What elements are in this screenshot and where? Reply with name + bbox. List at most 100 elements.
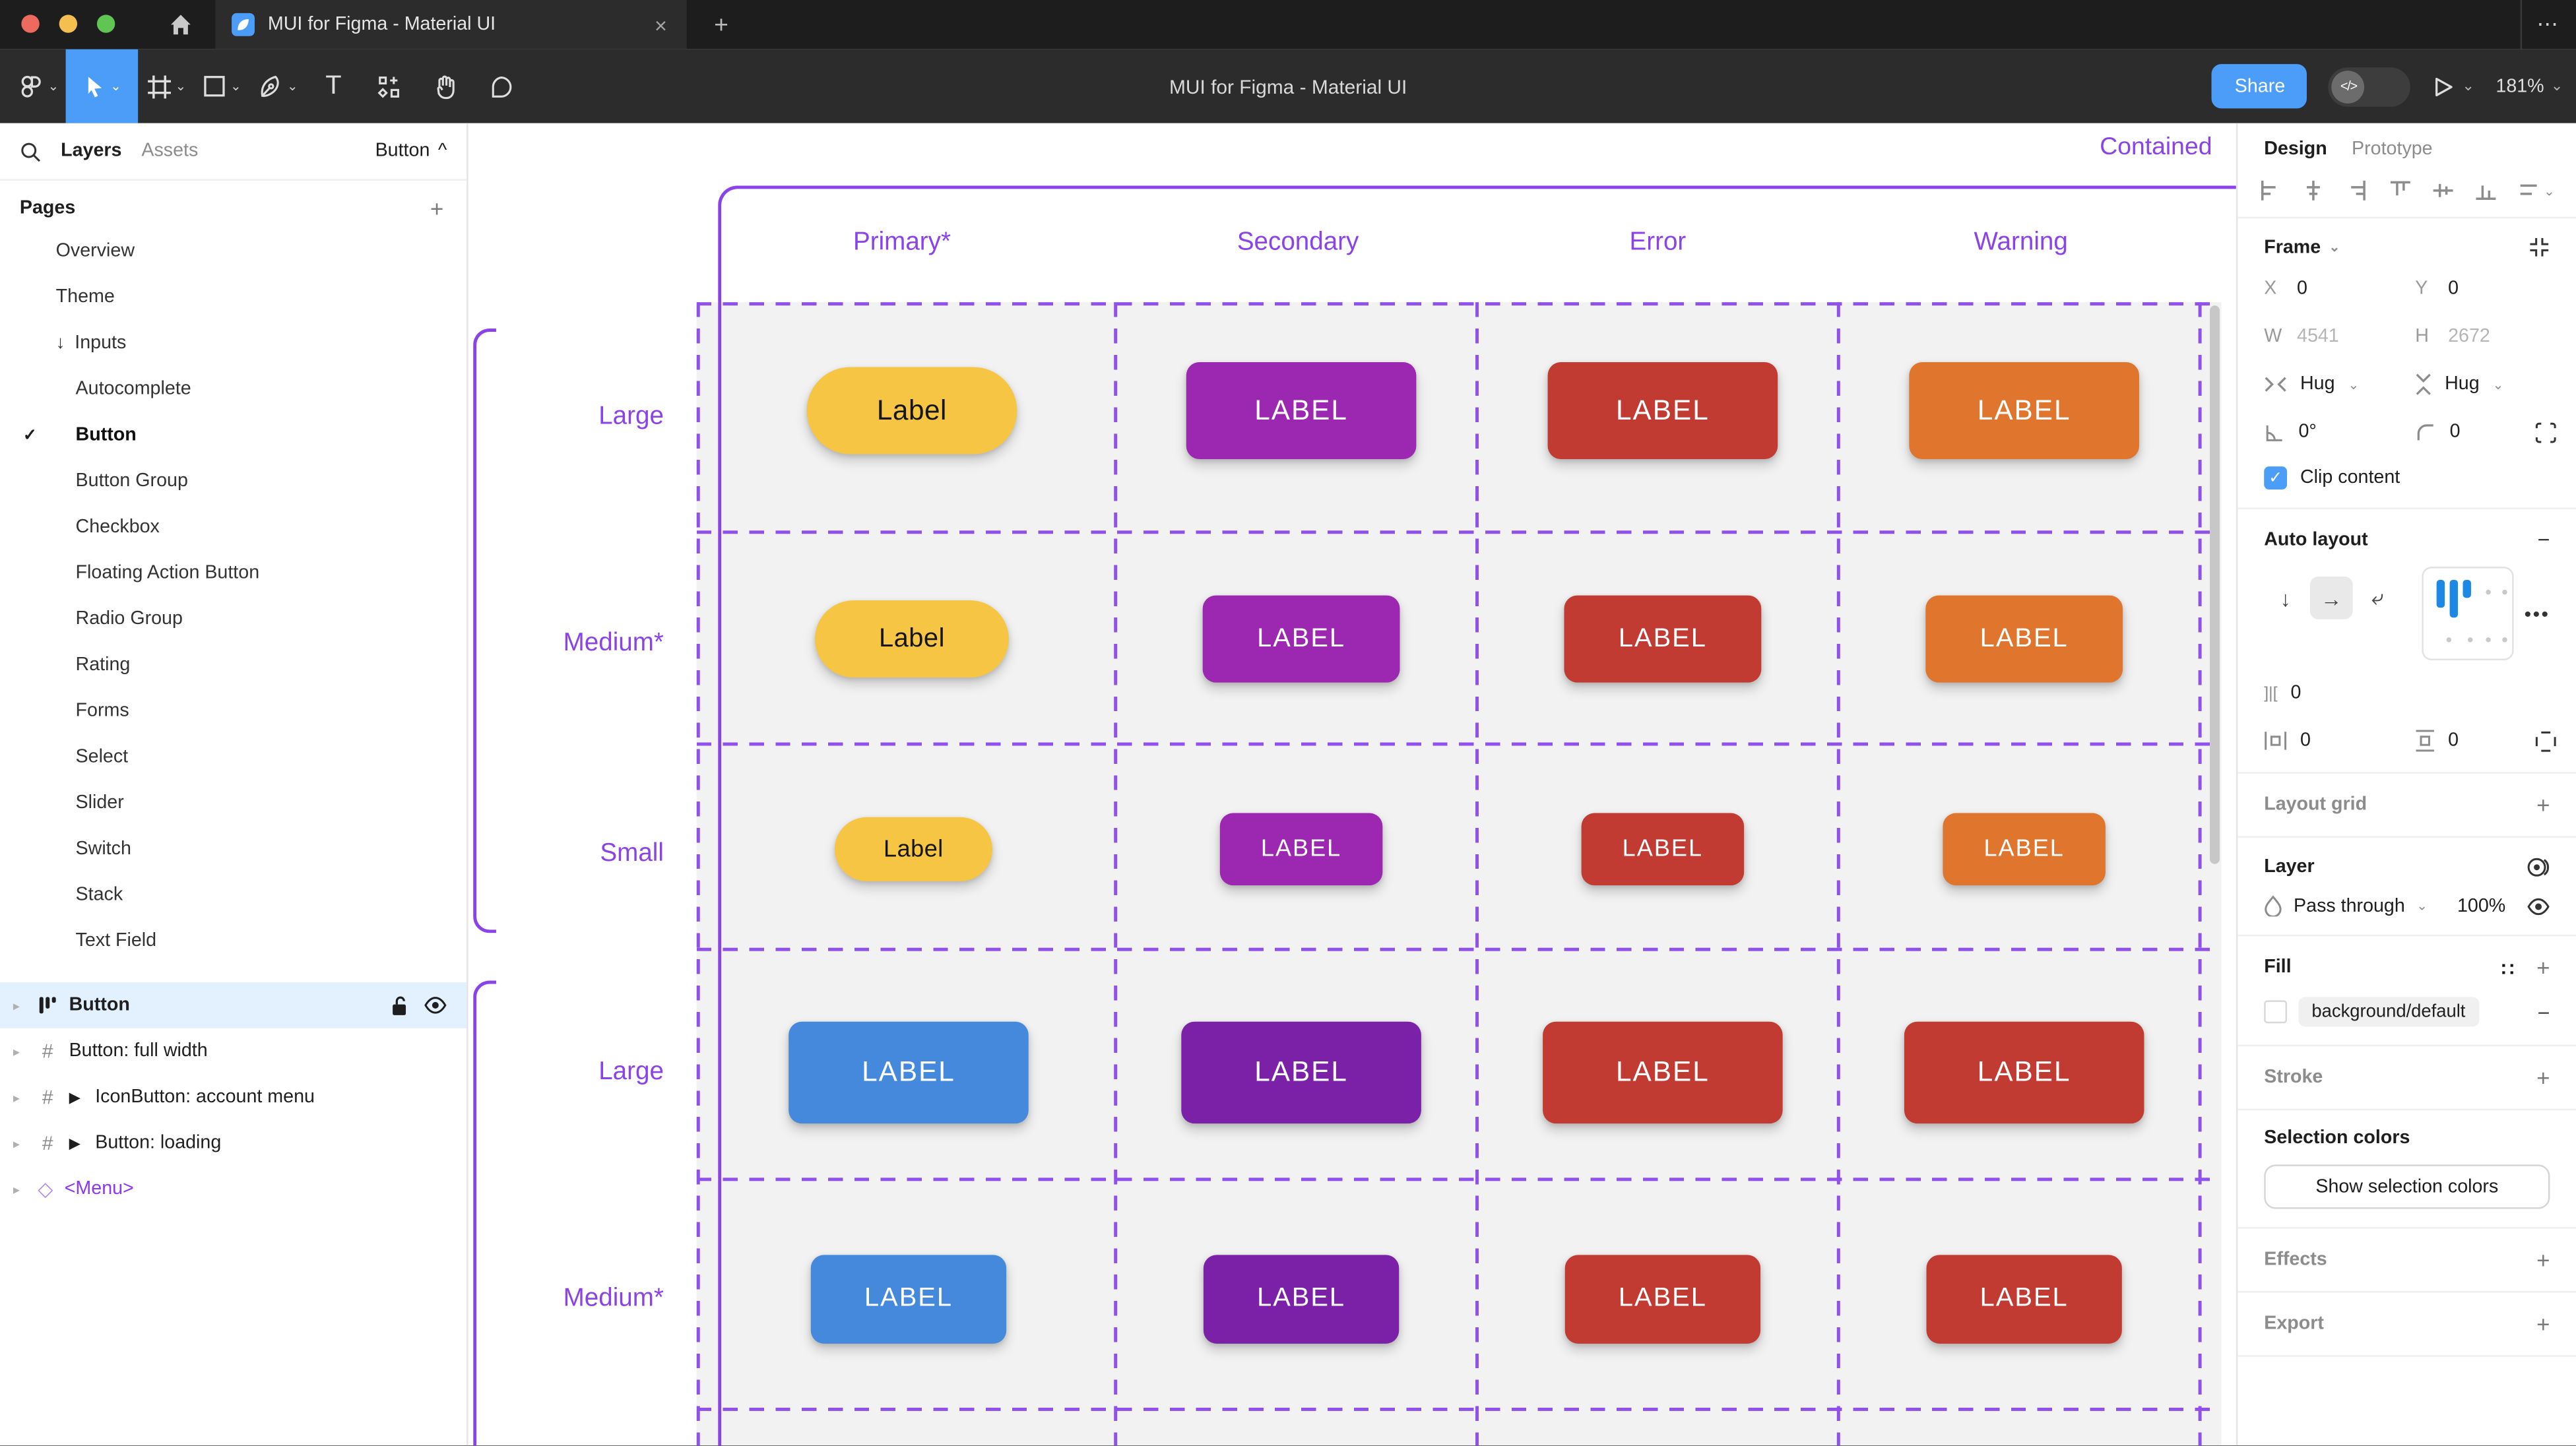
clip-content-checkbox[interactable]: ✓ (2264, 466, 2288, 490)
move-tool-button[interactable]: ⌄ (65, 49, 139, 123)
page-selector[interactable]: Button ^ (375, 141, 447, 161)
page-item-stack[interactable]: Stack (0, 872, 467, 918)
page-item-radio-group[interactable]: Radio Group (0, 596, 467, 643)
button-large-secondary-state[interactable]: LABEL (1181, 1021, 1421, 1124)
button-medium-error[interactable]: LABEL (1564, 595, 1762, 683)
distribute-menu-icon[interactable]: ⌄ (2521, 183, 2555, 199)
button-large-error[interactable]: LABEL (1547, 362, 1778, 459)
mask-icon[interactable] (2527, 856, 2550, 879)
frame-title[interactable]: Contained (2100, 133, 2212, 162)
titlebar-more-icon[interactable]: ⋯ (2536, 11, 2560, 36)
hug-horizontal-value[interactable]: Hug (2300, 374, 2335, 394)
page-item-rating[interactable]: Rating (0, 643, 467, 689)
button-large-primary-state[interactable]: LABEL (789, 1021, 1029, 1124)
expand-icon[interactable]: ▸ (13, 1090, 20, 1105)
layer-row-button-loading[interactable]: ▸ # ▶ Button: loading (0, 1120, 467, 1166)
height-value[interactable]: 2672 (2448, 327, 2490, 347)
visibility-icon[interactable] (2527, 896, 2550, 916)
share-button[interactable]: Share (2212, 64, 2308, 109)
button-small-primary[interactable]: Label (834, 817, 992, 881)
hand-tool-button[interactable] (417, 49, 473, 123)
button-small-secondary[interactable]: LABEL (1219, 813, 1383, 886)
vertical-padding-value[interactable]: 0 (2448, 731, 2459, 751)
button-medium-primary[interactable]: Label (815, 600, 1009, 678)
file-tab[interactable]: MUI for Figma - Material UI × (215, 0, 687, 49)
width-value[interactable]: 4541 (2297, 327, 2339, 347)
unlock-icon[interactable] (389, 995, 409, 1016)
home-icon[interactable] (168, 11, 194, 38)
blend-mode-value[interactable]: Pass through (2294, 896, 2405, 916)
add-export-button[interactable]: + (2536, 1311, 2550, 1337)
remove-fill-button[interactable]: − (2537, 999, 2550, 1024)
tab-close-icon[interactable]: × (655, 12, 667, 38)
add-effect-button[interactable]: + (2536, 1246, 2550, 1273)
present-button[interactable]: ⌄ (2432, 75, 2474, 98)
add-fill-button[interactable]: + (2536, 954, 2550, 981)
corner-radius-value[interactable]: 0 (2449, 422, 2461, 442)
frame-tool-button[interactable]: ⌄ (138, 49, 194, 123)
align-bottom-icon[interactable] (2474, 179, 2497, 202)
page-item-select[interactable]: Select (0, 734, 467, 780)
main-menu-button[interactable]: ⌄ (10, 49, 66, 123)
button-large-warning[interactable]: LABEL (1909, 362, 2139, 459)
fill-color-swatch[interactable] (2264, 1000, 2288, 1024)
show-selection-colors-button[interactable]: Show selection colors (2264, 1164, 2550, 1209)
tab-design[interactable]: Design (2264, 139, 2327, 160)
button-small-error[interactable]: LABEL (1581, 813, 1745, 886)
button-medium-primary-state[interactable]: LABEL (810, 1255, 1007, 1344)
canvas[interactable]: Contained Primary* Secondary Error Warni… (468, 123, 2236, 1446)
y-value[interactable]: 0 (2448, 279, 2459, 299)
macos-zoom-button[interactable] (96, 15, 115, 33)
comment-tool-button[interactable] (473, 49, 529, 123)
opacity-value[interactable]: 100% (2457, 896, 2506, 916)
tab-prototype[interactable]: Prototype (2352, 139, 2433, 160)
button-large-primary[interactable]: Label (806, 367, 1017, 455)
independent-corners-icon[interactable] (2535, 422, 2556, 443)
layer-row-button[interactable]: ▸ Button (0, 982, 467, 1028)
tab-layers[interactable]: Layers (61, 141, 122, 162)
shrink-icon[interactable] (2528, 237, 2550, 258)
text-tool-button[interactable]: T (306, 49, 362, 123)
gap-value[interactable]: 0 (2290, 683, 2302, 703)
tab-assets[interactable]: Assets (141, 141, 199, 162)
fill-token-chip[interactable]: background/default (2298, 997, 2479, 1027)
canvas-scrollbar[interactable] (2210, 305, 2220, 864)
page-item-forms[interactable]: Forms (0, 688, 467, 734)
add-stroke-button[interactable]: + (2536, 1064, 2550, 1091)
page-item-slider[interactable]: Slider (0, 780, 467, 827)
button-medium-secondary[interactable]: LABEL (1202, 595, 1400, 683)
button-medium-warning[interactable]: LABEL (1925, 595, 2123, 683)
page-item-autocomplete[interactable]: Autocomplete (0, 366, 467, 412)
page-item-switch[interactable]: Switch (0, 826, 467, 872)
remove-auto-layout-button[interactable]: − (2537, 527, 2550, 552)
button-large-warning-state[interactable]: LABEL (1904, 1021, 2144, 1124)
auto-layout-more-icon[interactable]: ••• (2524, 602, 2550, 625)
hug-vertical-value[interactable]: Hug (2445, 374, 2480, 394)
button-large-error-state[interactable]: LABEL (1543, 1021, 1783, 1124)
pen-tool-button[interactable]: ⌄ (249, 49, 306, 123)
page-item-text-field[interactable]: Text Field (0, 918, 467, 964)
page-item-theme[interactable]: Theme (0, 274, 467, 321)
page-item-button[interactable]: ✓Button (0, 412, 467, 458)
auto-layout-align-box[interactable] (2422, 567, 2515, 660)
page-item-floating-action-button[interactable]: Floating Action Button (0, 550, 467, 596)
frame-section-title[interactable]: Frame (2264, 237, 2321, 257)
dev-mode-toggle[interactable]: </> (2329, 66, 2412, 106)
layout-vertical-button[interactable]: ↓ (2280, 585, 2291, 611)
button-medium-error-state[interactable]: LABEL (1564, 1255, 1761, 1344)
new-tab-button[interactable]: + (714, 11, 729, 39)
button-small-warning[interactable]: LABEL (1943, 813, 2106, 886)
align-right-icon[interactable] (2345, 179, 2368, 202)
x-value[interactable]: 0 (2297, 279, 2307, 299)
layer-row-button-full-width[interactable]: ▸ # Button: full width (0, 1028, 467, 1075)
button-medium-secondary-state[interactable]: LABEL (1203, 1255, 1400, 1344)
layer-row-iconbutton-account-menu[interactable]: ▸ # ▶ IconButton: account menu (0, 1074, 467, 1120)
zoom-menu[interactable]: 181% ⌄ (2496, 77, 2563, 96)
actions-tool-button[interactable] (362, 49, 418, 123)
expand-icon[interactable]: ▸ (13, 1135, 20, 1151)
horizontal-padding-value[interactable]: 0 (2300, 731, 2311, 751)
expand-icon[interactable]: ▸ (13, 997, 20, 1013)
align-top-icon[interactable] (2388, 179, 2411, 202)
visibility-icon[interactable] (424, 995, 447, 1015)
button-medium-warning-state[interactable]: LABEL (1926, 1255, 2122, 1344)
